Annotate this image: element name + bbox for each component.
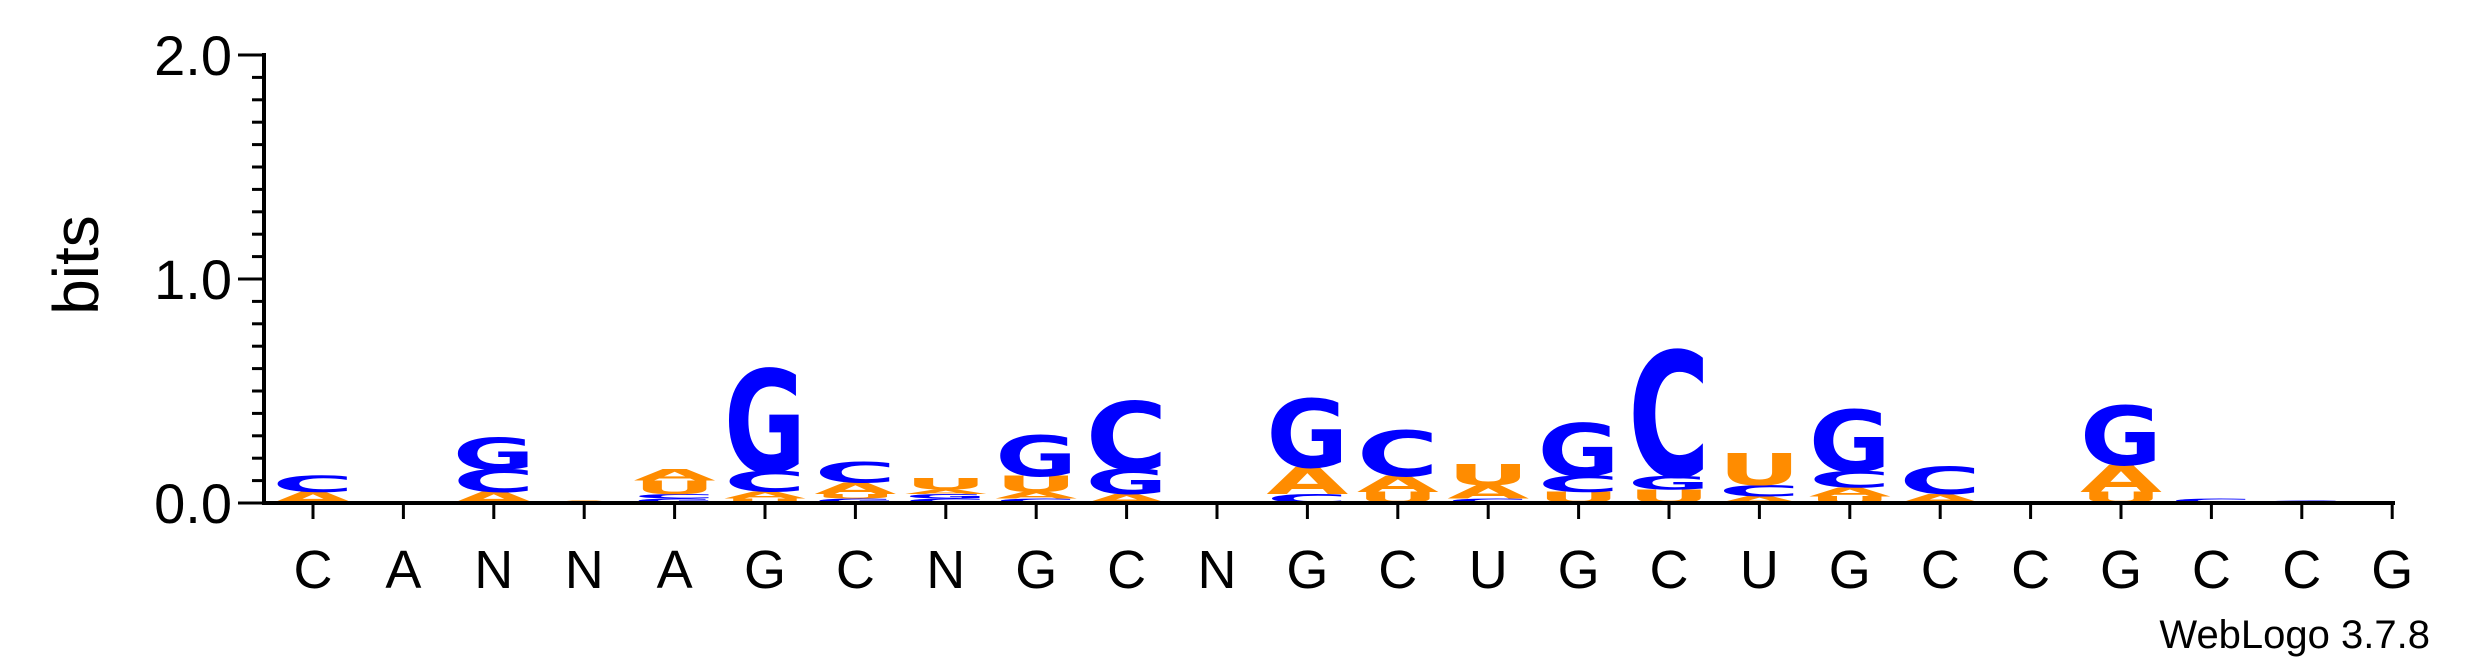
glyph-U: U [1447, 459, 1529, 492]
glyph-C: C [634, 493, 716, 500]
glyph-A: A [1447, 481, 1529, 503]
glyph-G: G [724, 341, 806, 505]
position-label: C [294, 540, 333, 600]
position-label: G [1558, 540, 1600, 600]
position-label: A [657, 540, 693, 600]
glyph-G: G [995, 425, 1077, 490]
weblogo-credit: WebLogo 3.7.8 [2159, 613, 2430, 657]
glyph-C: C [1086, 383, 1168, 492]
position-label: U [1469, 540, 1508, 600]
position-label: C [2282, 540, 2321, 600]
glyph-G: G [453, 429, 535, 480]
glyph-C: C [1718, 482, 1800, 500]
y-tick-label: 2.0 [154, 24, 232, 87]
position-label: U [1740, 540, 1779, 600]
glyph-U: U [634, 477, 716, 499]
position-label: G [2371, 540, 2413, 600]
position-label: C [1107, 540, 1146, 600]
position-label: C [1378, 540, 1417, 600]
position-label: A [385, 540, 421, 600]
position-label: G [1829, 540, 1871, 600]
glyph-C: C [272, 471, 354, 497]
position-label: C [836, 540, 875, 600]
glyph-G: G [2080, 390, 2162, 485]
glyph-C: C [1538, 471, 1620, 497]
logo-stacks: ACACGAGCUAUACGGUACCGAUCAUGAGCCAGUACCAUUC… [272, 317, 2343, 517]
glyph-C: C [2170, 497, 2252, 504]
y-axis-ticks: 0.0 1.0 2.0 [154, 24, 264, 535]
position-label: N [565, 540, 604, 600]
glyph-G: G [1538, 409, 1620, 493]
glyph-A: A [724, 490, 806, 501]
glyph-A: A [1357, 472, 1439, 497]
glyph-A: A [995, 490, 1077, 501]
position-label: C [1921, 540, 1960, 600]
position-label: G [1286, 540, 1328, 600]
glyph-A: A [634, 466, 717, 484]
glyph-C: C [1357, 419, 1439, 492]
glyph-U: U [724, 497, 806, 504]
glyph-U: U [1718, 445, 1800, 496]
glyph-A: A [905, 488, 987, 495]
glyph-C: C [453, 463, 535, 499]
position-label: G [744, 540, 786, 600]
glyph-G: G [814, 497, 896, 504]
glyph-A: A [1809, 485, 1891, 500]
glyph-C: C [1809, 467, 1891, 493]
y-axis-label: bits [40, 215, 112, 315]
glyph-A: A [2080, 457, 2163, 501]
glyph-U: U [995, 472, 1077, 497]
glyph-C: C [814, 457, 896, 490]
y-tick-label: 0.0 [154, 472, 232, 535]
glyph-G: G [634, 497, 716, 504]
glyph-U: U [1809, 494, 1891, 505]
position-label: C [1650, 540, 1689, 600]
glyph-C: C [995, 497, 1077, 504]
position-label: C [2011, 540, 2050, 600]
position-label: N [474, 540, 513, 600]
position-label: C [2192, 540, 2231, 600]
glyph-C: C [1447, 497, 1529, 504]
glyph-U: U [905, 475, 987, 493]
y-tick-label: 1.0 [154, 248, 232, 311]
glyph-G: G [1628, 472, 1710, 494]
glyph-G: G [905, 493, 987, 500]
glyph-A: A [1718, 494, 1800, 505]
position-label: N [926, 540, 965, 600]
position-label: G [1015, 540, 1057, 600]
glyph-C: C [724, 466, 806, 499]
position-label: G [2100, 540, 2142, 600]
glyph-G: G [1809, 393, 1891, 492]
glyph-G: G [1086, 462, 1168, 502]
glyph-U: U [814, 493, 896, 500]
glyph-G: G [1266, 380, 1348, 489]
glyph-C: C [1628, 317, 1710, 517]
glyph-C: C [1899, 459, 1981, 503]
glyph-C: C [905, 497, 987, 504]
glyph-A: A [1266, 459, 1349, 503]
glyph-A: A [814, 480, 897, 498]
position-label: N [1198, 540, 1237, 600]
